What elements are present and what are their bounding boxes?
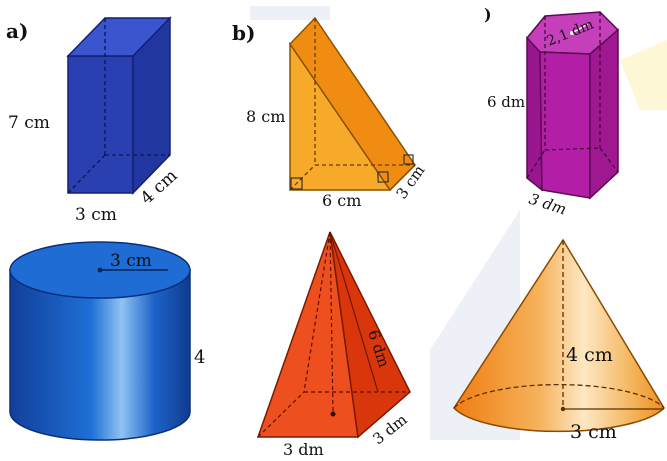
cone-body [453,238,665,433]
cylinder-radius-label: 3 cm [110,251,152,271]
prism-c-height-label: 6 dm [487,93,525,111]
cone-height-label: 4 cm [566,344,613,366]
watermark-shape [620,40,667,110]
right-angle-marker [290,177,303,190]
pyramid [256,231,411,439]
figure-c-tag: ) [484,5,492,24]
figure-b-tag: b) [232,21,255,45]
figure-a-tag: a) [6,19,28,43]
prism-c-side [589,28,619,200]
prism-a-width-label: 3 cm [75,205,117,225]
cylinder-body [9,269,191,441]
prism-a-height-label: 7 cm [8,113,50,133]
prism-c [526,11,620,200]
watermark-shape [250,6,330,20]
cone [453,238,665,433]
prism-b-height-label: 8 cm [246,107,285,126]
prism-b-base-label: 6 cm [322,191,361,210]
pyramid-base-label: 3 dm [283,440,324,457]
prism-c-front [539,51,591,199]
prism-a [66,16,172,195]
cylinder-height-label: 4 [194,347,205,368]
pyramid-side-face [329,231,411,439]
prism-a-front [67,55,134,194]
right-angle-marker [403,154,414,165]
cone-radius-label: 3 cm [570,421,617,443]
cylinder [9,241,191,441]
prism-b [289,16,416,192]
right-angle-marker [377,171,389,183]
